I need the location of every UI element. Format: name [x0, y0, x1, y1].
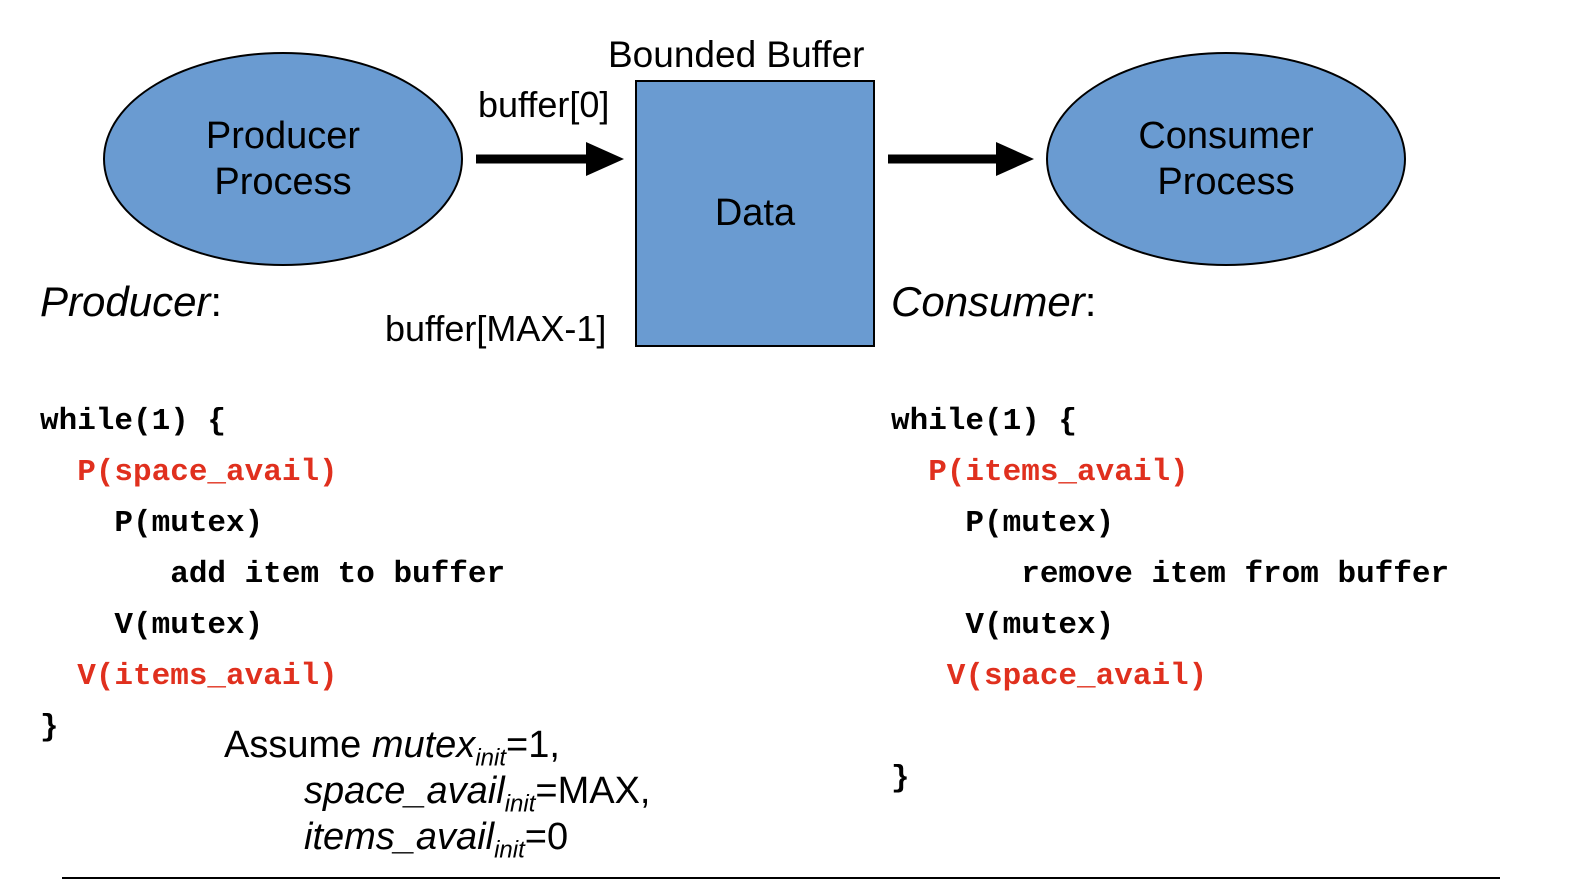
producer-node-line2: Process: [214, 161, 352, 203]
consumer-code-line-6: V(space_avail): [891, 659, 1208, 694]
producer-process-node: Producer Process: [103, 52, 463, 266]
bounded-buffer-box: Data: [635, 80, 875, 347]
consumer-code-line-4: remove item from buffer: [891, 557, 1450, 592]
consumer-heading: Consumer:: [891, 278, 1096, 326]
producer-to-buffer-arrow: [476, 142, 624, 176]
buffer-first-label: buffer[0]: [478, 84, 610, 125]
producer-code-line-6: V(items_avail): [40, 659, 338, 694]
producer-code-line-4: add item to buffer: [40, 557, 506, 592]
assume-mutex-value: =1,: [506, 724, 560, 766]
assume-items-sub: init: [494, 836, 525, 864]
buffer-title: Bounded Buffer: [608, 34, 865, 75]
consumer-process-node: Consumer Process: [1046, 52, 1406, 266]
producer-heading-colon: :: [210, 278, 223, 325]
assume-space-name: space_avail: [304, 770, 505, 812]
assume-items-name: items_avail: [304, 816, 495, 858]
bottom-divider: [62, 877, 1500, 879]
assume-space-value: =MAX,: [535, 770, 651, 812]
consumer-node-line1: Consumer: [1138, 115, 1314, 157]
consumer-code-line-7: }: [891, 761, 910, 796]
assume-space-sub: init: [504, 790, 536, 818]
producer-code-line-3: P(mutex): [40, 506, 264, 541]
buffer-data-label: Data: [714, 192, 796, 234]
buffer-last-label: buffer[MAX-1]: [385, 308, 607, 349]
consumer-heading-text: Consumer: [891, 278, 1085, 325]
assumption-line-1: Assume mutexinit=1,: [224, 722, 560, 782]
assumption-line-3: items_availinit=0: [304, 814, 568, 874]
producer-code-line-5: V(mutex): [40, 608, 264, 643]
assume-mutex-name: mutex: [371, 724, 476, 766]
assume-prefix: Assume: [224, 724, 372, 766]
consumer-code-line-2: P(items_avail): [891, 455, 1189, 490]
assume-mutex-sub: init: [475, 744, 506, 772]
producer-code-line-7: }: [40, 710, 59, 745]
producer-heading: Producer:: [40, 278, 222, 326]
buffer-to-consumer-arrow: [888, 142, 1034, 176]
consumer-code-line-5: V(mutex): [891, 608, 1115, 643]
consumer-code-line-1: while(1) {: [891, 404, 1078, 439]
consumer-node-line2: Process: [1157, 161, 1295, 203]
producer-code-line-2: P(space_avail): [40, 455, 338, 490]
assume-items-value: =0: [524, 816, 569, 858]
consumer-heading-colon: :: [1084, 278, 1097, 325]
producer-node-line1: Producer: [205, 115, 361, 157]
producer-code-line-1: while(1) {: [40, 404, 227, 439]
consumer-code-line-3: P(mutex): [891, 506, 1115, 541]
producer-heading-text: Producer: [40, 278, 211, 325]
assumption-line-2: space_availinit=MAX,: [304, 768, 650, 828]
